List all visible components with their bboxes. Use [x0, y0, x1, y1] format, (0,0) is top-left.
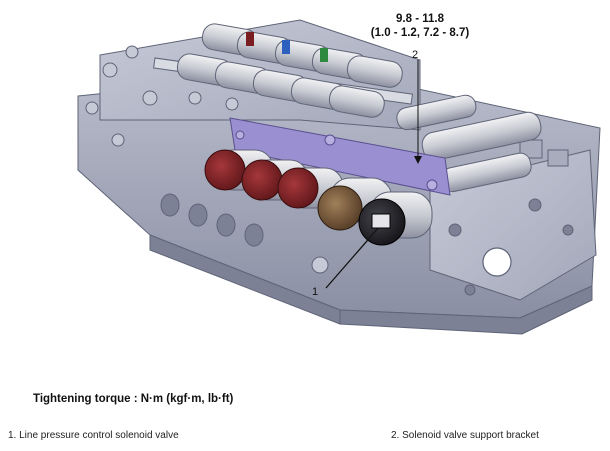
torque-range: 9.8 - 11.8 — [396, 13, 444, 25]
callout-1: 1 — [312, 286, 319, 298]
mounting-hole — [482, 247, 512, 277]
leader-lines — [325, 60, 422, 289]
legend-item-2: 2. Solenoid valve support bracket — [391, 430, 539, 441]
legend-item-1: 1. Line pressure control solenoid valve — [8, 430, 179, 441]
torque-spec: 9.8 - 11.8 (1.0 - 1.2, 7.2 - 8.7) — [355, 12, 485, 40]
top-solenoid-row — [176, 23, 403, 118]
solenoid-bracket — [229, 117, 451, 196]
torque-conversion: (1.0 - 1.2, 7.2 - 8.7) — [370, 27, 470, 39]
red-solenoid-2 — [241, 159, 283, 201]
leader-line-1b — [325, 239, 369, 289]
left-bolts — [85, 45, 239, 147]
lower-ports — [160, 193, 329, 274]
red-solenoid-1 — [204, 149, 246, 191]
red-solenoid-3 — [277, 167, 319, 209]
torque-title: Tightening torque : N·m (kgf·m, lb·ft) — [33, 393, 234, 405]
callout-2: 2 — [412, 49, 419, 61]
front-solenoids — [204, 149, 433, 246]
brown-solenoid — [317, 185, 363, 231]
valve-body-illustration — [77, 19, 601, 335]
spool-assembly — [396, 94, 542, 193]
